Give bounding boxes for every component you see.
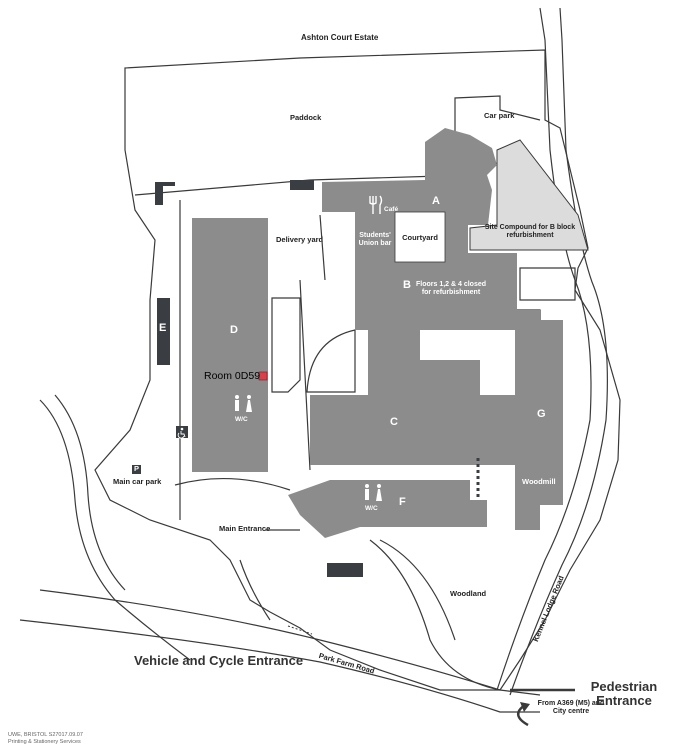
ashton-court-label: Ashton Court Estate (301, 33, 379, 42)
courtyard-label: Courtyard (402, 233, 438, 242)
room-label: Room 0D59 (204, 370, 261, 382)
block-c-label: C (390, 416, 398, 428)
delivery-yard-loop (271, 297, 301, 393)
main-entrance-label: Main Entrance (219, 524, 271, 533)
wc-d-label: W/C (235, 416, 248, 423)
park-farm-road-edge-n (39, 589, 541, 696)
toilet-icon-d (235, 395, 252, 412)
site-compound-label: Site Compound for B block refurbishment (484, 224, 576, 240)
woodland-drive (369, 539, 501, 691)
dark-blocks (155, 180, 363, 577)
footer-line2: Printing & Stationery Services (8, 739, 81, 745)
city-arrowhead (520, 702, 530, 712)
room-marker (258, 371, 268, 381)
block-f-label: F (399, 496, 406, 508)
building-d (192, 218, 268, 472)
dark-top-left (155, 182, 175, 205)
block-d-label: D (230, 324, 238, 336)
car-park-label: Car park (484, 111, 515, 120)
park-farm-road-edge-s (19, 619, 540, 713)
vehicle-entrance-label: Vehicle and Cycle Entrance (134, 653, 304, 668)
parking-symbol: P (134, 464, 140, 473)
students-union-label: Students' Union bar (358, 232, 392, 248)
building-f (288, 480, 487, 538)
woodland-label: Woodland (450, 589, 487, 598)
site-boundary (94, 49, 621, 691)
semicircle-lawn (306, 329, 356, 393)
wc-f-label: W/C (365, 505, 378, 512)
courtyard (394, 211, 446, 263)
main-car-park-label: Main car park (113, 477, 162, 486)
block-e-label: E (159, 322, 167, 334)
car-park-box (519, 267, 576, 301)
site-compound (469, 139, 589, 251)
west-road (39, 399, 191, 661)
block-a-label: A (432, 195, 440, 207)
building-e (157, 298, 170, 365)
accessible-icon (176, 426, 188, 438)
pedestrian-entrance-label: Pedestrian Entrance (590, 679, 658, 708)
block-g-label: G (537, 408, 546, 420)
b-note-label: Floors 1,2 & 4 closed for refurbishment (415, 281, 487, 297)
dark-top-mid (290, 180, 314, 190)
footer-line1: UWE, BRISTOL S27017.09.07 (8, 732, 83, 738)
delivery-yard-label: Delivery yard (276, 235, 324, 244)
cafe-label: Café (384, 206, 399, 213)
west-road-inner (54, 394, 126, 591)
dark-gatehouse (327, 563, 363, 577)
building-g (515, 320, 563, 530)
woodmill-label: Woodmill (522, 477, 556, 486)
cafe-icon (369, 195, 383, 214)
parking-icon (132, 465, 141, 474)
inner-ring (174, 477, 291, 621)
delivery-road (179, 200, 326, 520)
paddock-label: Paddock (290, 113, 322, 122)
building-c (310, 330, 515, 465)
toilet-icon-f (365, 484, 382, 501)
block-b-label: B (403, 279, 411, 291)
from-a369-label: From A369 (M5) and City centre (537, 700, 605, 716)
vehicle-entrance-marker (287, 625, 313, 635)
bc-courtyard (420, 330, 480, 360)
